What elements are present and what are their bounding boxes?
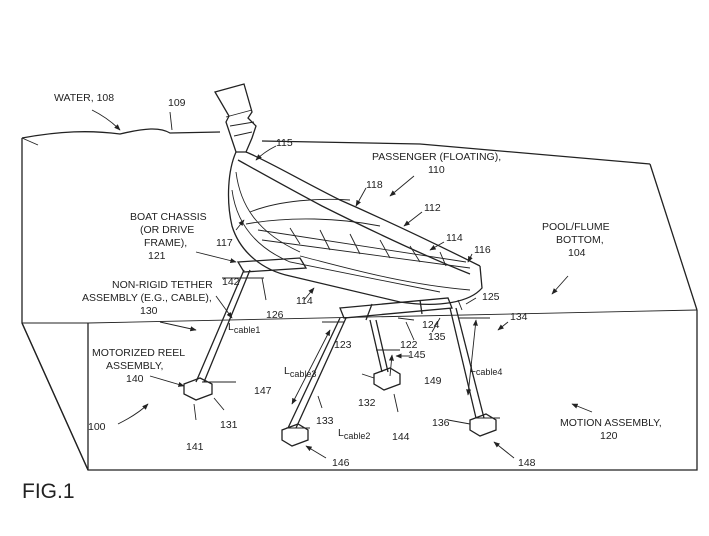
label-116: 116 — [474, 244, 491, 256]
label-114-top: 114 — [446, 232, 463, 244]
label-144: 144 — [392, 431, 410, 443]
label-148: 148 — [518, 457, 536, 469]
boat-chassis — [236, 257, 453, 321]
tether-cables — [195, 269, 500, 429]
label-chassis-1: BOAT CHASSIS — [130, 211, 207, 223]
label-cable2: Lcable2 — [338, 427, 370, 441]
label-reel-2: ASSEMBLY, — [106, 360, 163, 372]
label-112: 112 — [424, 202, 441, 214]
label-tether-2: ASSEMBLY (E.G., CABLE), — [82, 292, 212, 304]
label-cable1: Lcable1 — [228, 321, 260, 335]
label-118: 118 — [366, 179, 383, 191]
label-131: 131 — [220, 419, 238, 431]
label-tether-3: 130 — [140, 305, 158, 317]
label-133: 133 — [316, 415, 334, 427]
label-water: WATER, 108 — [54, 92, 114, 104]
label-134: 134 — [510, 311, 528, 323]
label-chassis-2: (OR DRIVE — [140, 224, 194, 236]
label-passenger-1: PASSENGER (FLOATING), — [372, 151, 501, 163]
label-pool-1: POOL/FLUME — [542, 221, 610, 233]
label-109: 109 — [168, 97, 186, 109]
leader-lines — [91, 109, 593, 459]
figure-label: FIG.1 — [22, 480, 75, 503]
label-149: 149 — [424, 375, 442, 387]
label-146: 146 — [332, 457, 350, 469]
label-132: 132 — [358, 397, 376, 409]
label-chassis-3: FRAME), — [144, 237, 187, 249]
label-cable4: Lcable4 — [470, 363, 502, 377]
label-114-bottom: 114 — [296, 295, 313, 307]
label-141: 141 — [186, 441, 204, 453]
label-136: 136 — [432, 417, 450, 429]
label-cable3: Lcable3 — [284, 365, 316, 379]
label-pool-3: 104 — [568, 247, 586, 259]
label-126: 126 — [266, 309, 284, 321]
label-passenger-2: 110 — [428, 164, 445, 176]
label-122: 122 — [400, 339, 418, 351]
label-tether-1: NON-RIGID TETHER — [112, 279, 213, 291]
pool-box — [21, 128, 698, 471]
label-117: 117 — [216, 237, 233, 249]
label-motion-1: MOTION ASSEMBLY, — [560, 417, 662, 429]
label-142: 142 — [222, 276, 240, 288]
callout-labels: WATER, 108 109 115 PASSENGER (FLOATING),… — [54, 92, 662, 469]
label-147: 147 — [254, 385, 272, 397]
label-145: 145 — [408, 349, 426, 361]
label-reel-3: 140 — [126, 373, 144, 385]
label-125: 125 — [482, 291, 500, 303]
label-115: 115 — [276, 137, 293, 149]
label-100: 100 — [88, 421, 106, 433]
motorized-reels — [183, 367, 497, 447]
label-123: 123 — [334, 339, 352, 351]
label-124: 124 — [422, 319, 440, 331]
label-135: 135 — [428, 331, 446, 343]
label-chassis-4: 121 — [148, 250, 166, 262]
label-pool-2: BOTTOM, — [556, 234, 604, 246]
label-reel-1: MOTORIZED REEL — [92, 347, 185, 359]
label-motion-2: 120 — [600, 430, 618, 442]
